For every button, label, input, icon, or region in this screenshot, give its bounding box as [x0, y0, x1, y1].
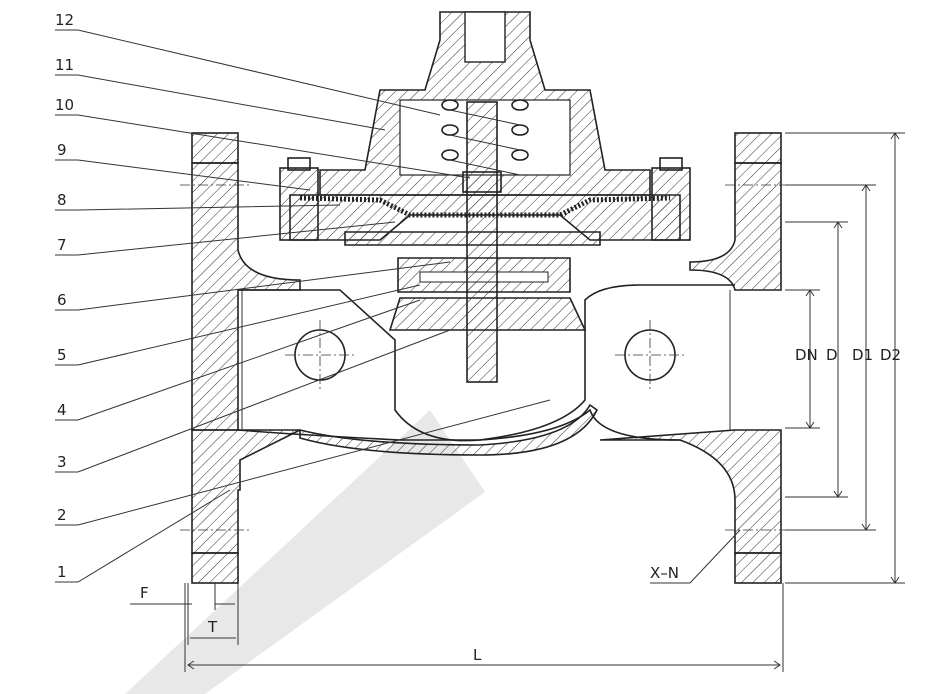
part-label-10: 10 [55, 96, 74, 114]
dim-dn: DN [795, 346, 818, 364]
dimension-labels: DN D D1 D2 F T L X–N [140, 346, 901, 664]
part-label-5: 5 [57, 346, 67, 364]
part-label-8: 8 [57, 191, 67, 209]
leader-lines [55, 29, 551, 583]
part-label-2: 2 [57, 506, 67, 524]
part-label-9: 9 [57, 141, 67, 159]
dim-d1: D1 [852, 346, 873, 364]
part-labels: 12 11 10 9 8 7 6 5 4 3 2 1 [55, 11, 74, 581]
bonnet-assembly [279, 11, 691, 383]
dim-d2: D2 [880, 346, 901, 364]
dim-f: F [140, 584, 149, 602]
dim-d: D [826, 346, 838, 364]
dimension-lines [130, 132, 905, 672]
dim-xn: X–N [650, 564, 679, 582]
part-label-1: 1 [57, 563, 67, 581]
dim-t: T [207, 618, 218, 636]
part-label-11: 11 [55, 56, 74, 74]
watermark-band [125, 410, 485, 694]
part-label-3: 3 [57, 453, 67, 471]
part-label-7: 7 [57, 236, 67, 254]
part-label-12: 12 [55, 11, 74, 29]
valve-body [237, 284, 735, 456]
spring [441, 99, 529, 176]
right-flange [599, 132, 795, 584]
part-label-4: 4 [57, 401, 67, 419]
part-label-6: 6 [57, 291, 67, 309]
dim-l: L [473, 646, 482, 664]
